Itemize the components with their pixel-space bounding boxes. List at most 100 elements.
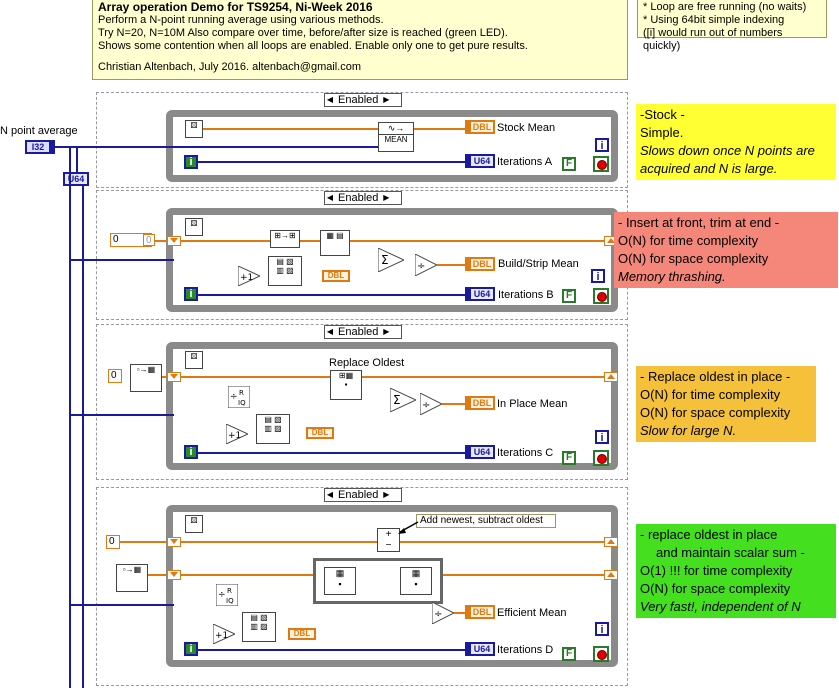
divide-node-c: ÷	[419, 392, 444, 416]
false-constant-d: F	[562, 647, 576, 661]
in-place-mean-indicator: DBL	[465, 396, 495, 410]
init-wire-d	[120, 541, 168, 543]
case-next-icon[interactable]: ▶	[383, 327, 390, 336]
random-number-icon-d: ⚄	[185, 515, 203, 533]
n-wire-trunk	[69, 146, 71, 688]
svg-text:÷: ÷	[417, 261, 425, 272]
case-prev-icon[interactable]: ◀	[326, 95, 334, 104]
n-wire-to-u64	[76, 146, 78, 174]
case-next-icon[interactable]: ▶	[383, 95, 390, 104]
svg-text:+1: +1	[215, 631, 228, 641]
mean-out-wire-a	[414, 128, 466, 130]
stock-mean-label: Stock Mean	[497, 122, 556, 134]
false-constant-a: F	[562, 157, 576, 171]
min-max-node-b: ▤ ▧▥ ▨	[268, 256, 302, 286]
replace-oldest-label: Replace Oldest	[329, 357, 405, 369]
divide-node-d: ÷	[431, 601, 456, 625]
mean-out-wire-d	[454, 612, 466, 614]
sum-node-b: Σ	[377, 247, 406, 273]
stop-terminal-c[interactable]	[593, 450, 609, 466]
svg-text:÷: ÷	[230, 392, 238, 402]
init-value-d: 0	[106, 535, 120, 549]
header-line-2: Try N=20, N=10M Also compare over time, …	[98, 27, 508, 39]
iteration-terminal-d: i	[184, 642, 198, 656]
efficient-mean-indicator: DBL	[465, 605, 495, 619]
case-next-icon[interactable]: ▶	[383, 193, 390, 202]
loop-counter-c: i	[595, 430, 609, 444]
sum-node-c: Σ	[389, 387, 418, 413]
iter-wire-a	[198, 161, 466, 163]
iterations-c-indicator: U64	[465, 445, 495, 459]
stop-terminal-d[interactable]	[593, 646, 609, 662]
iteration-terminal-a: i	[184, 155, 198, 169]
svg-text:÷: ÷	[434, 609, 442, 620]
side-note-line-1: * Loop are free running (no waits)	[643, 1, 807, 13]
header-line-3: Shows some contention when all loops are…	[98, 40, 528, 52]
svg-text:÷: ÷	[218, 590, 226, 600]
case-selector-d[interactable]: ◀ Enabled ▶	[324, 488, 402, 502]
case-structure-d: ◀ Enabled ▶	[96, 487, 628, 686]
case-prev-icon[interactable]: ◀	[326, 193, 334, 202]
case-next-icon[interactable]: ▶	[383, 490, 390, 499]
init-wire-b	[155, 240, 167, 242]
iterations-c-label: Iterations C	[497, 447, 554, 459]
false-constant-c: F	[562, 451, 576, 465]
efficient-mean-label: Efficient Mean	[497, 607, 567, 619]
mean-node-a: ∿→ MEAN	[378, 122, 414, 152]
sum-out-wire-d	[400, 541, 604, 543]
n-wire-horizontal	[55, 146, 70, 148]
annotation-add-newest: Add newest, subtract oldest	[416, 514, 556, 528]
to-dbl-node-c: DBL	[306, 427, 334, 439]
n-wire-b	[70, 259, 174, 261]
svg-text:Σ: Σ	[393, 393, 401, 407]
build-strip-mean-label: Build/Strip Mean	[498, 258, 579, 270]
init-value-c: 0	[108, 369, 122, 383]
side-note-line-2: * Using 64bit simple indexing	[643, 14, 785, 26]
build-array-node-b: ⊞→⊞	[270, 230, 300, 248]
stop-terminal-b[interactable]	[593, 288, 609, 304]
iterations-a-label: Iterations A	[497, 156, 553, 168]
while-loop-d	[166, 505, 618, 667]
header-note: Array operation Demo for TS9254, Ni-Week…	[92, 0, 628, 80]
case-selector-c[interactable]: ◀ Enabled ▶	[324, 325, 402, 339]
sum-glyph: Σ	[381, 253, 389, 267]
svg-text:+1: +1	[240, 273, 253, 283]
svg-text:IQ: IQ	[226, 597, 234, 605]
case-prev-icon[interactable]: ◀	[326, 490, 334, 499]
shift-register-right-c	[604, 372, 618, 382]
case-structure-c: ◀ Enabled ▶	[96, 324, 628, 480]
shift-register-left-d-array	[167, 570, 181, 580]
case-selector-b[interactable]: ◀ Enabled ▶	[324, 191, 402, 205]
random-wire-a	[203, 128, 378, 130]
n-point-average-control[interactable]: I32	[25, 140, 55, 154]
mean-out-wire-b	[437, 264, 466, 266]
side-note: * Loop are free running (no waits) * Usi…	[637, 0, 827, 52]
shift-register-left-d-sum	[167, 537, 181, 547]
false-constant-b: F	[562, 289, 576, 303]
init-wire-c	[162, 376, 168, 378]
increment-node-b: +1	[237, 265, 262, 287]
loop-counter-a: i	[595, 138, 609, 152]
case-selector-a[interactable]: ◀ Enabled ▶	[324, 93, 402, 107]
iter-wire-b	[198, 294, 466, 296]
loop-counter-d: i	[595, 622, 609, 636]
n-point-average-label: N point average	[0, 125, 78, 137]
divide-node-b: ÷	[414, 253, 439, 277]
initialize-array-node-c: ▫→▦	[130, 364, 162, 392]
init-array-constant-b: 0	[110, 233, 152, 247]
case-structure-b: ◀ Enabled ▶	[96, 190, 628, 320]
svg-text:IQ: IQ	[238, 399, 246, 407]
description-b: - Insert at front, trim at end - O(N) fo…	[614, 212, 838, 288]
in-place-mean-label: In Place Mean	[497, 398, 568, 410]
case-prev-icon[interactable]: ◀	[326, 327, 334, 336]
stop-terminal-a[interactable]	[593, 156, 609, 172]
iter-wire-c	[198, 452, 466, 454]
side-note-line-3: ([i] would run out of numbers quickly)	[643, 27, 783, 52]
shift-register-left-b	[167, 236, 181, 246]
increment-node-d: +1	[212, 623, 237, 645]
header-line-1: Perform a N-point running average using …	[98, 14, 384, 26]
iterations-a-indicator: U64	[465, 154, 495, 168]
description-a: -Stock - Simple. Slows down once N point…	[636, 104, 836, 180]
